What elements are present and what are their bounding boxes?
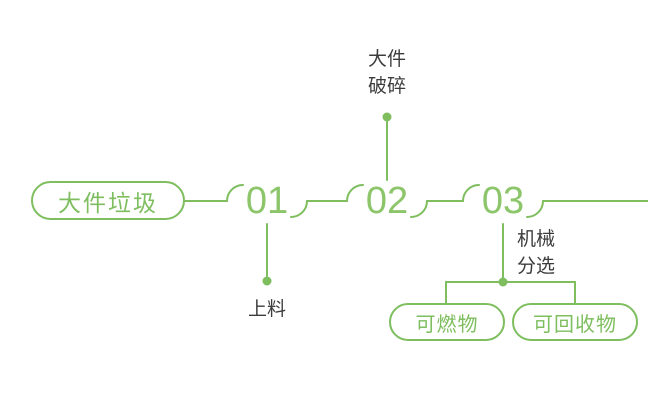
- source-pill-bulky-waste: 大件垃圾: [31, 181, 185, 220]
- step3-number: 03: [481, 180, 525, 222]
- step2-label-crushing: 大件 破碎: [347, 46, 427, 100]
- step2-number: 02: [365, 180, 409, 222]
- node-dot-step2: [382, 112, 392, 122]
- arc-step2-left: [346, 184, 364, 202]
- node-dot-step1: [262, 276, 272, 286]
- step1-label-loading: 上料: [227, 296, 307, 323]
- output-pill-combustibles: 可燃物: [389, 303, 505, 341]
- node-dot-step3: [498, 277, 508, 287]
- arc-step1-left: [226, 184, 244, 202]
- step2-label-line2: 破碎: [367, 76, 406, 97]
- step1-label-text: 上料: [247, 299, 286, 320]
- step3-label-line1: 机械: [517, 229, 556, 250]
- step1-number: 01: [245, 180, 289, 222]
- arc-step3-left: [462, 184, 480, 202]
- step3-label-mechanical-sorting: 机械 分选: [517, 226, 587, 280]
- output-pill-recyclables-label: 可回收物: [533, 313, 617, 336]
- step3-label-line2: 分选: [517, 256, 556, 277]
- arc-step2-right: [410, 200, 428, 218]
- output-pill-combustibles-label: 可燃物: [415, 313, 479, 336]
- arc-step3-right: [526, 200, 544, 218]
- source-pill-label: 大件垃圾: [58, 189, 158, 216]
- output-pill-recyclables: 可回收物: [512, 303, 638, 341]
- arc-step1-right: [290, 200, 308, 218]
- step2-label-line1: 大件: [367, 49, 406, 70]
